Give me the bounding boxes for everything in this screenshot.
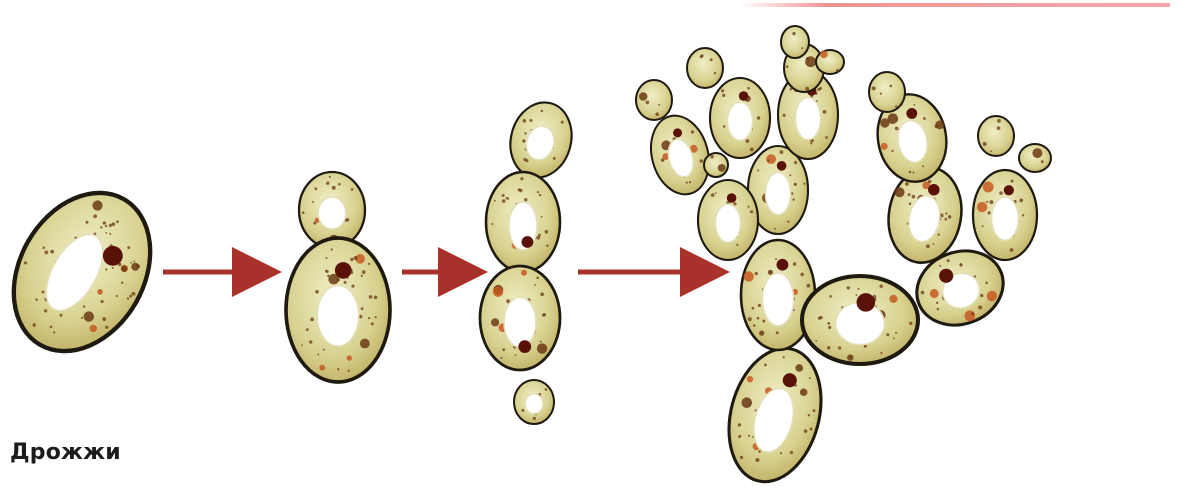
yeast-cell bbox=[781, 26, 809, 58]
single-cell-stage bbox=[0, 168, 178, 375]
vacuole bbox=[318, 197, 346, 229]
yeast-cell bbox=[486, 172, 560, 272]
yeast-cell bbox=[704, 153, 728, 177]
yeast-cell bbox=[698, 180, 758, 260]
yeast-cell bbox=[636, 80, 672, 120]
yeast-cell bbox=[0, 168, 178, 375]
yeast-cell bbox=[802, 276, 918, 364]
nucleus bbox=[518, 340, 531, 353]
nucleus bbox=[777, 259, 789, 271]
vacuole bbox=[317, 286, 359, 346]
nucleus bbox=[777, 161, 787, 171]
cell-chain-stage bbox=[480, 96, 580, 424]
nucleus bbox=[857, 293, 876, 312]
branched-colony-stage bbox=[636, 26, 1051, 492]
yeast-cell bbox=[710, 78, 770, 158]
caption: Дрожжи bbox=[10, 440, 121, 465]
vacuole bbox=[525, 394, 543, 414]
vacuole bbox=[727, 102, 752, 140]
yeast-cell bbox=[978, 116, 1014, 156]
yeast-cell bbox=[715, 338, 835, 492]
vacuole bbox=[715, 204, 740, 242]
vacuole bbox=[765, 172, 790, 214]
yeast-cell bbox=[286, 238, 390, 382]
yeast-cell bbox=[643, 109, 718, 201]
yeast-cell bbox=[1019, 144, 1051, 172]
yeast-cell bbox=[816, 50, 844, 74]
nucleus bbox=[739, 91, 749, 101]
yeast-cell bbox=[973, 170, 1037, 260]
yeast-cell bbox=[480, 266, 560, 370]
vacuole bbox=[992, 197, 1019, 240]
nucleus bbox=[1004, 185, 1014, 195]
vacuole bbox=[795, 97, 820, 139]
yeast-cell bbox=[502, 96, 580, 185]
yeast-cell bbox=[869, 72, 905, 112]
vacuole bbox=[504, 297, 536, 347]
yeast-cell bbox=[514, 380, 554, 424]
nucleus bbox=[335, 262, 352, 279]
nucleus bbox=[522, 236, 534, 248]
nucleus bbox=[727, 193, 737, 203]
budding-cell-stage bbox=[286, 172, 390, 382]
yeast-cell bbox=[687, 48, 723, 88]
vacuole bbox=[762, 273, 793, 326]
